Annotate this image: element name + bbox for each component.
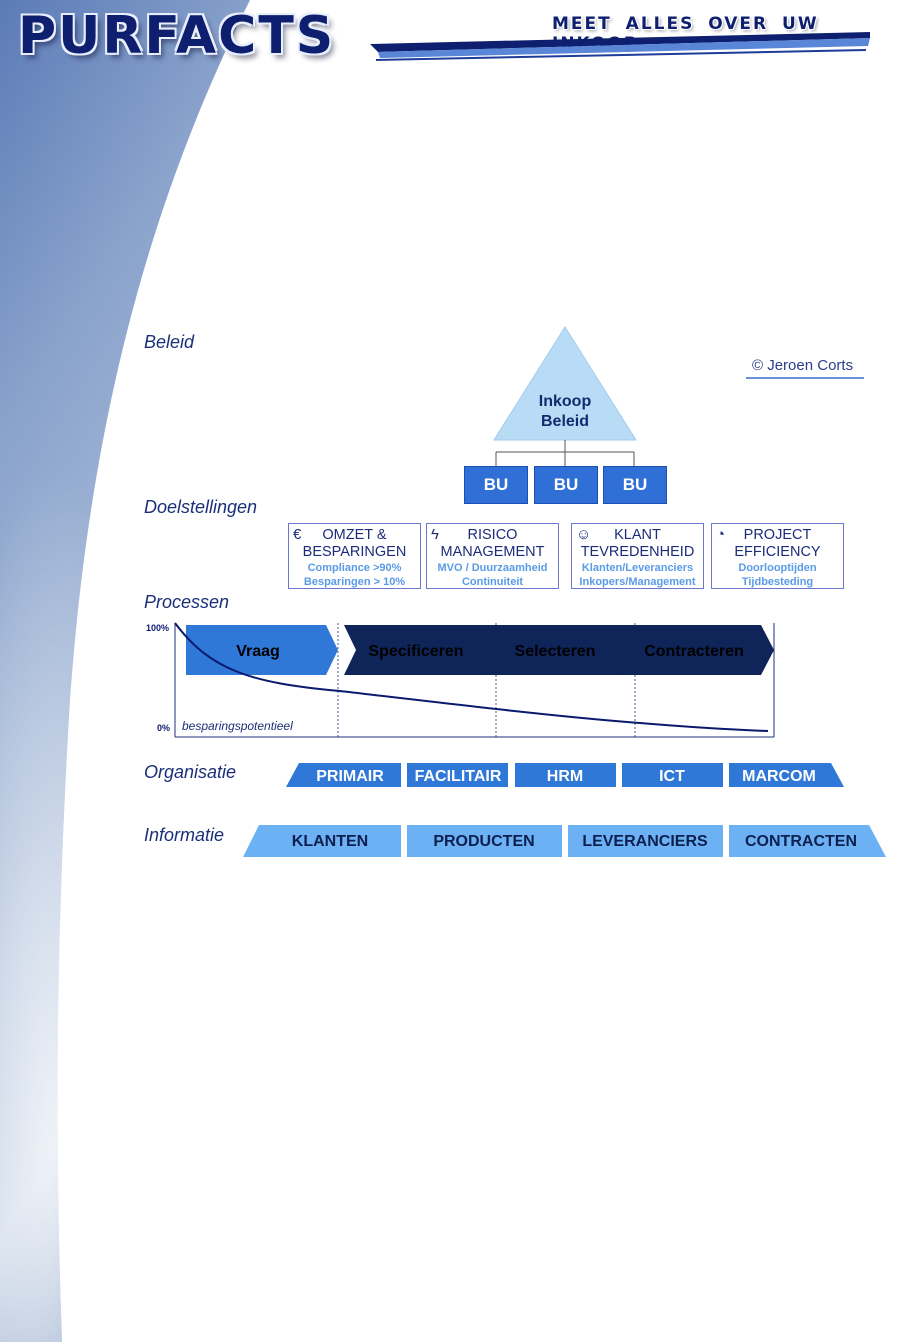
process-step-vraag[interactable] [186, 625, 338, 675]
info-label: CONTRACTEN [745, 833, 857, 850]
goal-subtitle: Compliance >90% [307, 562, 402, 574]
euro-icon: € [293, 526, 302, 543]
org-item-primair[interactable] [286, 763, 401, 787]
process-step-label: Contracteren [644, 643, 744, 660]
pyramid-line1: Inkoop [538, 393, 592, 410]
section-organisatie: Organisatie [144, 762, 237, 782]
section-doelstellingen: Doelstellingen [144, 497, 258, 517]
bu-box[interactable]: BU [603, 466, 667, 504]
curve-label: besparingspotentieel [182, 719, 293, 733]
goal-subtitle: Tijdbesteding [741, 576, 814, 588]
goal-subtitle: Continuiteit [461, 576, 524, 588]
info-item-klanten[interactable] [243, 825, 401, 857]
informatie-bar: KLANTEN PRODUCTEN LEVERANCIERS CONTRACTE… [243, 825, 886, 857]
goal-omzet-besparingen[interactable]: € OMZET &BESPARINGEN Compliance >90% Bes… [288, 523, 421, 589]
goal-subtitle: Doorlooptijden [738, 562, 817, 574]
y-axis-top-label: 100% [146, 623, 169, 633]
info-item-contracten[interactable] [729, 825, 886, 857]
goal-subtitle: Klanten/Leveranciers [581, 562, 694, 574]
bu-box[interactable]: BU [534, 466, 598, 504]
org-item-ict[interactable] [622, 763, 723, 787]
goal-subtitle: Inkopers/Management [579, 576, 696, 588]
header-swoosh [370, 32, 870, 61]
section-informatie: Informatie [144, 825, 225, 845]
savings-curve [174, 622, 769, 732]
process-step-specificeren[interactable] [344, 625, 497, 675]
process-step-contracteren[interactable] [622, 625, 774, 675]
clock-icon: ◔ [716, 526, 726, 543]
info-label: PRODUCTEN [433, 833, 534, 850]
org-label: PRIMAIR [316, 768, 384, 785]
info-item-leveranciers[interactable] [568, 825, 723, 857]
info-item-producten[interactable] [407, 825, 562, 857]
org-label: MARCOM [742, 768, 816, 785]
org-item-hrm[interactable] [515, 763, 616, 787]
copyright-underline [746, 377, 864, 379]
org-label: ICT [659, 768, 685, 785]
process-diagram: Vraag Specificeren Selecteren Contracter… [146, 622, 775, 738]
goal-subtitle: Besparingen > 10% [303, 576, 406, 588]
info-label: LEVERANCIERS [582, 833, 708, 850]
goal-title: OMZET &BESPARINGEN [302, 527, 407, 560]
y-axis-bottom-label: 0% [157, 723, 170, 733]
goal-subtitle: MVO / Duurzaamheid [437, 562, 548, 574]
pyramid-line2: Beleid [540, 413, 589, 430]
organisatie-bar: PRIMAIR FACILITAIR HRM ICT MARCOM [286, 763, 844, 787]
lightning-icon: ϟ [431, 526, 439, 543]
process-step-selecteren[interactable] [483, 625, 636, 675]
org-item-marcom[interactable] [729, 763, 844, 787]
org-label: HRM [547, 768, 583, 785]
brand-logo[interactable]: PURFACTS [18, 6, 336, 66]
process-step-label: Specificeren [368, 643, 463, 660]
smiley-icon: ☺ [576, 526, 592, 543]
process-step-label: Selecteren [515, 643, 596, 660]
org-item-facilitair[interactable] [407, 763, 508, 787]
org-label: FACILITAIR [415, 768, 502, 785]
bu-connectors [495, 440, 635, 466]
section-processen: Processen [144, 592, 230, 612]
pyramid-label: Inkoop Beleid [515, 392, 615, 432]
bu-box[interactable]: BU [464, 466, 528, 504]
info-label: KLANTEN [292, 833, 368, 850]
process-step-label: Vraag [236, 643, 280, 660]
copyright-note: © Jeroen Corts [752, 357, 854, 374]
section-beleid: Beleid [144, 332, 195, 352]
